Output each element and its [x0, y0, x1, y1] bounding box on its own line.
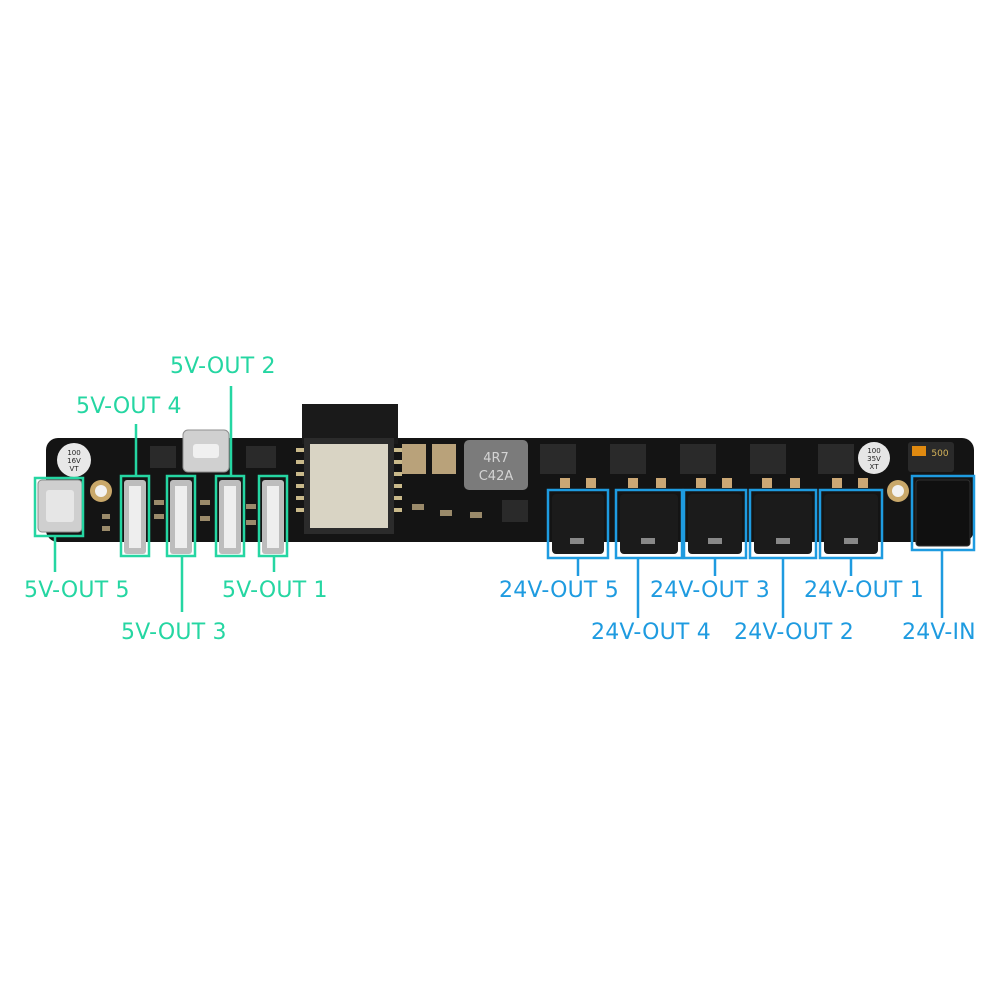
- label-24v-out-4: 24V-OUT 4: [591, 620, 711, 645]
- cap-left-line2: 16V: [67, 457, 81, 465]
- usb-a-ports: [124, 480, 284, 554]
- capacitor-left: [57, 443, 91, 477]
- connector-latches: [560, 478, 868, 488]
- fuse-mark: [912, 446, 926, 456]
- ceramic-caps: [402, 444, 456, 474]
- usb-c-inner: [46, 490, 74, 522]
- module-header: [302, 404, 398, 444]
- ic-chips: [150, 444, 854, 522]
- capacitor-right: [858, 442, 890, 474]
- label-5v-out-3: 5V-OUT 3: [121, 620, 227, 645]
- mounting-hole-left: [90, 480, 112, 502]
- highlight-5v-out-5: [33, 476, 85, 538]
- label-5v-out-5: 5V-OUT 5: [24, 578, 130, 603]
- dc-jack: [915, 479, 971, 547]
- smd-components: [102, 500, 482, 531]
- cap-right-line2: 35V: [867, 455, 881, 463]
- terminal-connectors: [552, 494, 878, 554]
- label-5v-out-4: 5V-OUT 4: [76, 394, 182, 419]
- cap-right-line3: XT: [870, 463, 880, 471]
- inductor-line2: C42A: [479, 469, 514, 484]
- cap-left-line3: VT: [69, 465, 79, 473]
- inductor: [464, 440, 528, 490]
- module-pads: [296, 448, 402, 512]
- highlight-24v-out-4: [614, 488, 684, 560]
- label-24v-in: 24V-IN: [902, 620, 976, 645]
- module-shield: [310, 444, 388, 528]
- label-24v-out-5: 24V-OUT 5: [499, 578, 619, 603]
- fuse-label: 500: [931, 449, 948, 459]
- cap-right-line1: 100: [867, 447, 880, 455]
- label-24v-out-1: 24V-OUT 1: [804, 578, 924, 603]
- mounting-hole-right: [887, 480, 909, 502]
- inductor-line1: 4R7: [483, 451, 509, 466]
- label-5v-out-1: 5V-OUT 1: [222, 578, 328, 603]
- label-24v-out-3: 24V-OUT 3: [650, 578, 770, 603]
- usb-c-top-inner: [193, 444, 219, 458]
- cap-left-line1: 100: [67, 449, 80, 457]
- label-24v-out-2: 24V-OUT 2: [734, 620, 854, 645]
- label-5v-out-2: 5V-OUT 2: [170, 354, 276, 379]
